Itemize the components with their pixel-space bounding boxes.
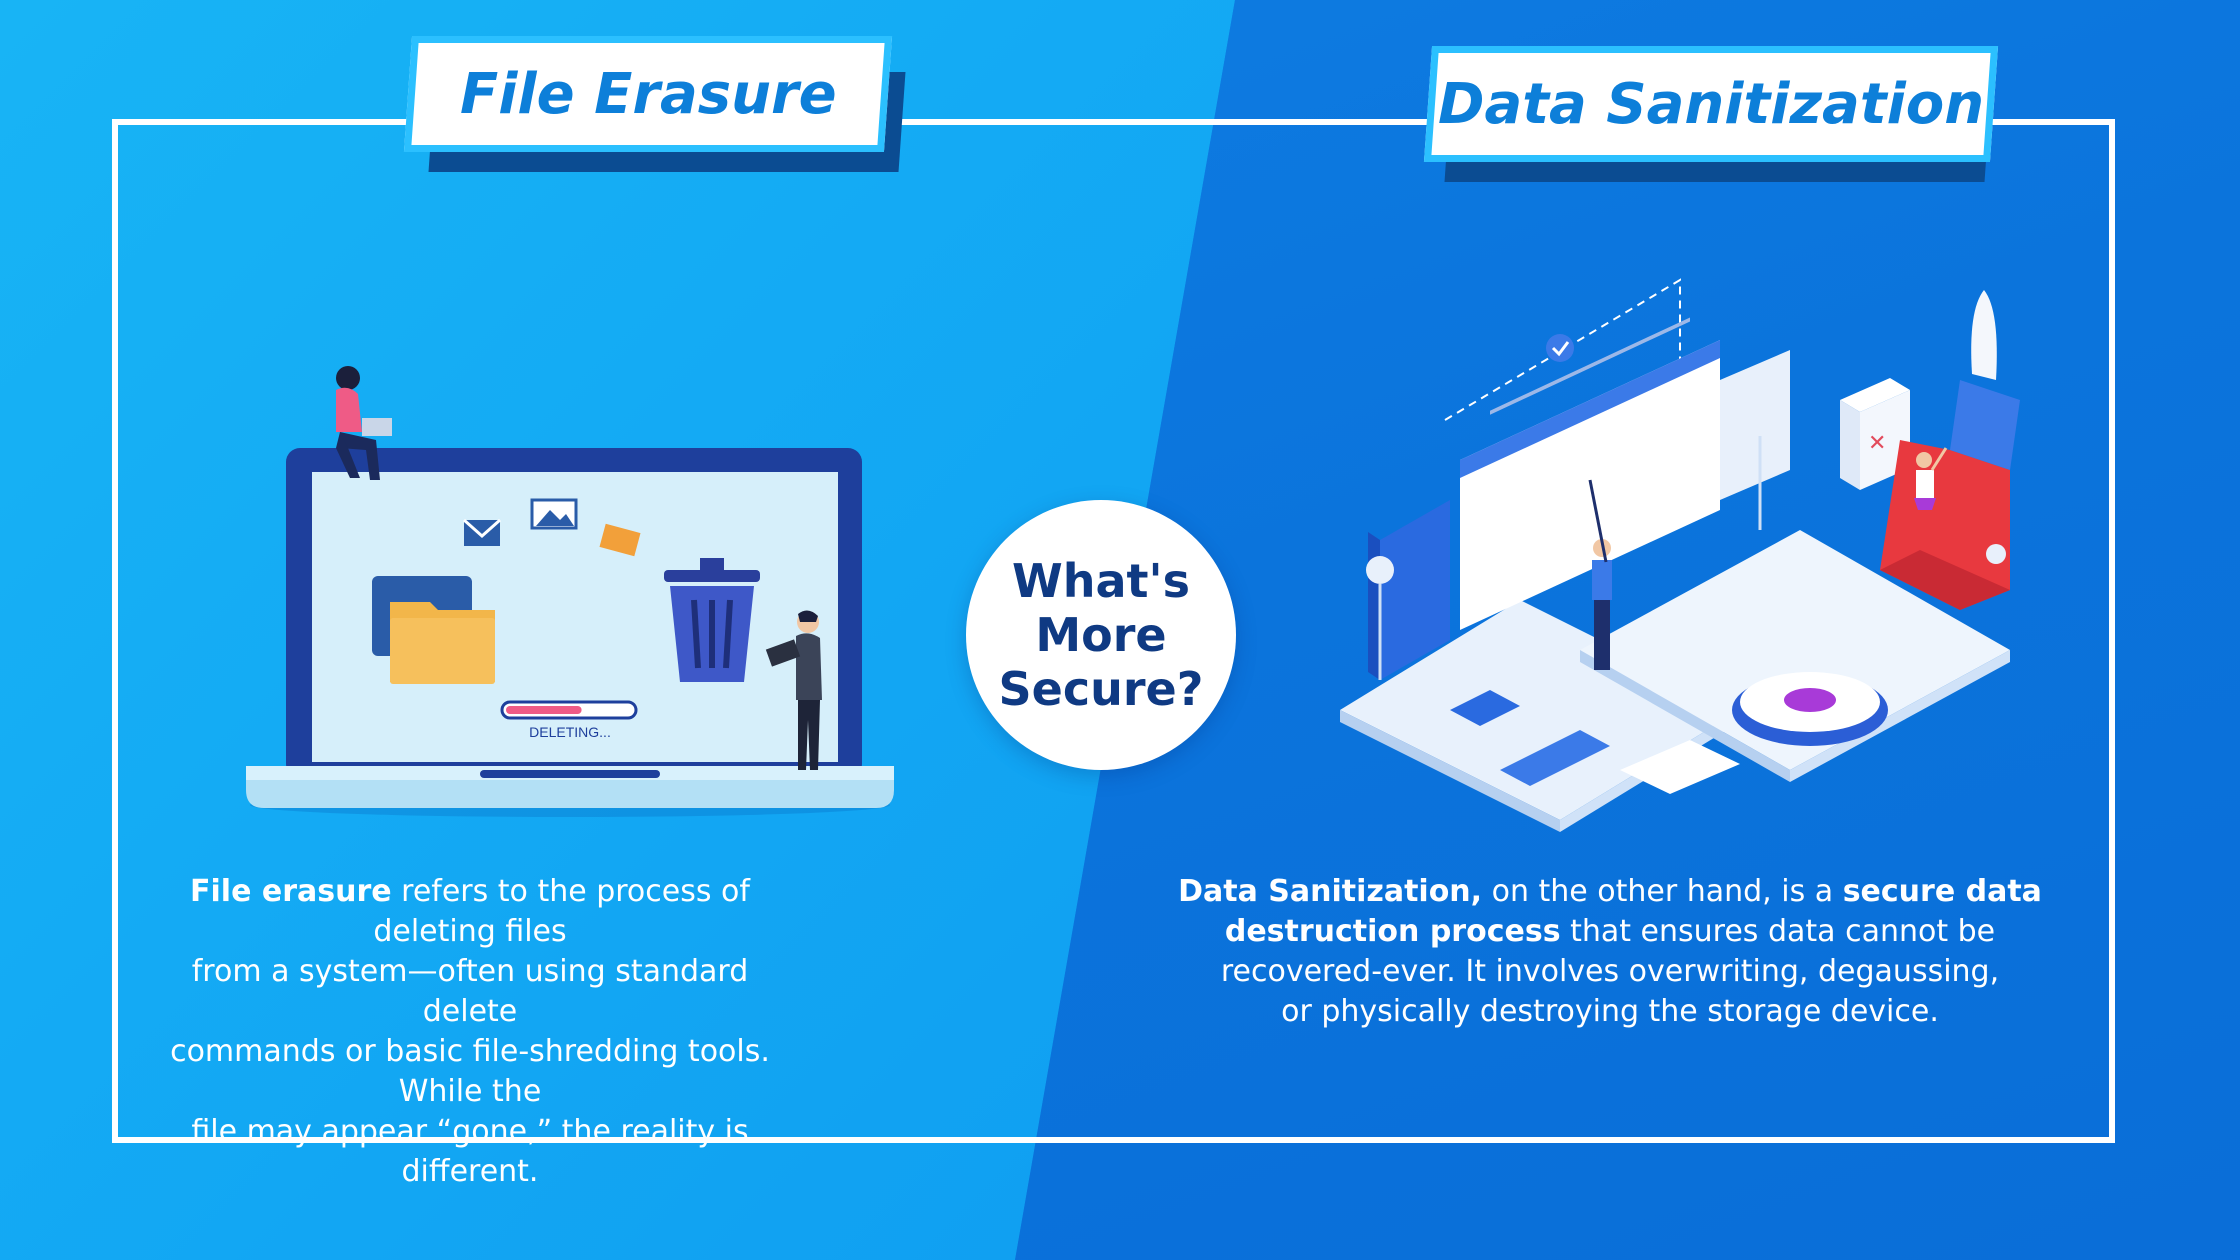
trash-icon bbox=[664, 558, 760, 682]
right-description: Data Sanitization, on the other hand, is… bbox=[1170, 872, 2050, 1032]
center-question-text: What's More Secure? bbox=[986, 554, 1216, 716]
title-box-right: Data Sanitization bbox=[1423, 46, 1999, 162]
left-desc-line-1: refers to the process of deleting files bbox=[373, 874, 750, 949]
svg-text:✕: ✕ bbox=[1868, 430, 1886, 455]
left-description: File erasure refers to the process of de… bbox=[150, 872, 790, 1192]
right-desc-bold-3: destruction process bbox=[1224, 914, 1561, 949]
progress-label: DELETING... bbox=[529, 724, 611, 740]
mail-icon bbox=[463, 518, 501, 546]
folder-icon bbox=[372, 576, 495, 684]
center-line-1: What's bbox=[1012, 554, 1190, 608]
left-desc-line-2: from a system—often using standard delet… bbox=[191, 954, 749, 1029]
isometric-data-illustration: ✕ bbox=[1340, 278, 2020, 832]
title-data-sanitization: Data Sanitization bbox=[1437, 71, 1985, 137]
right-desc-bold-2: secure data bbox=[1842, 874, 2042, 909]
content-frame bbox=[112, 119, 2115, 1143]
right-desc-line-4: or physically destroying the storage dev… bbox=[1281, 994, 1939, 1029]
laptop-illustration bbox=[246, 366, 894, 817]
person-man-illustration bbox=[765, 610, 822, 770]
right-desc-text-1: on the other hand, is a bbox=[1482, 874, 1843, 909]
title-file-erasure: File Erasure bbox=[459, 61, 837, 127]
envelope-icon bbox=[599, 523, 641, 557]
person-cheering-illustration bbox=[1914, 447, 1948, 510]
right-desc-bold-1: Data Sanitization, bbox=[1178, 874, 1483, 909]
center-line-2: More bbox=[1035, 608, 1167, 662]
left-desc-line-4: file may appear “gone,” the reality is d… bbox=[191, 1114, 749, 1189]
person-woman-illustration bbox=[336, 366, 392, 480]
left-desc-line-3: commands or basic file-shredding tools. … bbox=[170, 1034, 770, 1109]
center-question-circle: What's More Secure? bbox=[966, 500, 1236, 770]
right-desc-line-3: recovered-ever. It involves overwriting,… bbox=[1220, 954, 2000, 989]
checkmark-icon bbox=[1546, 334, 1574, 362]
gear-icon bbox=[1732, 672, 1888, 746]
left-desc-bold: File erasure bbox=[190, 874, 392, 909]
brush-icon bbox=[1880, 290, 2020, 610]
image-icon bbox=[530, 498, 578, 530]
progress-bar bbox=[500, 700, 638, 720]
center-line-3: Secure? bbox=[998, 662, 1204, 716]
title-box-left: File Erasure bbox=[403, 36, 893, 152]
person-cleaner-illustration bbox=[1588, 479, 1612, 670]
right-desc-text-2: that ensures data cannot be bbox=[1560, 914, 1996, 949]
